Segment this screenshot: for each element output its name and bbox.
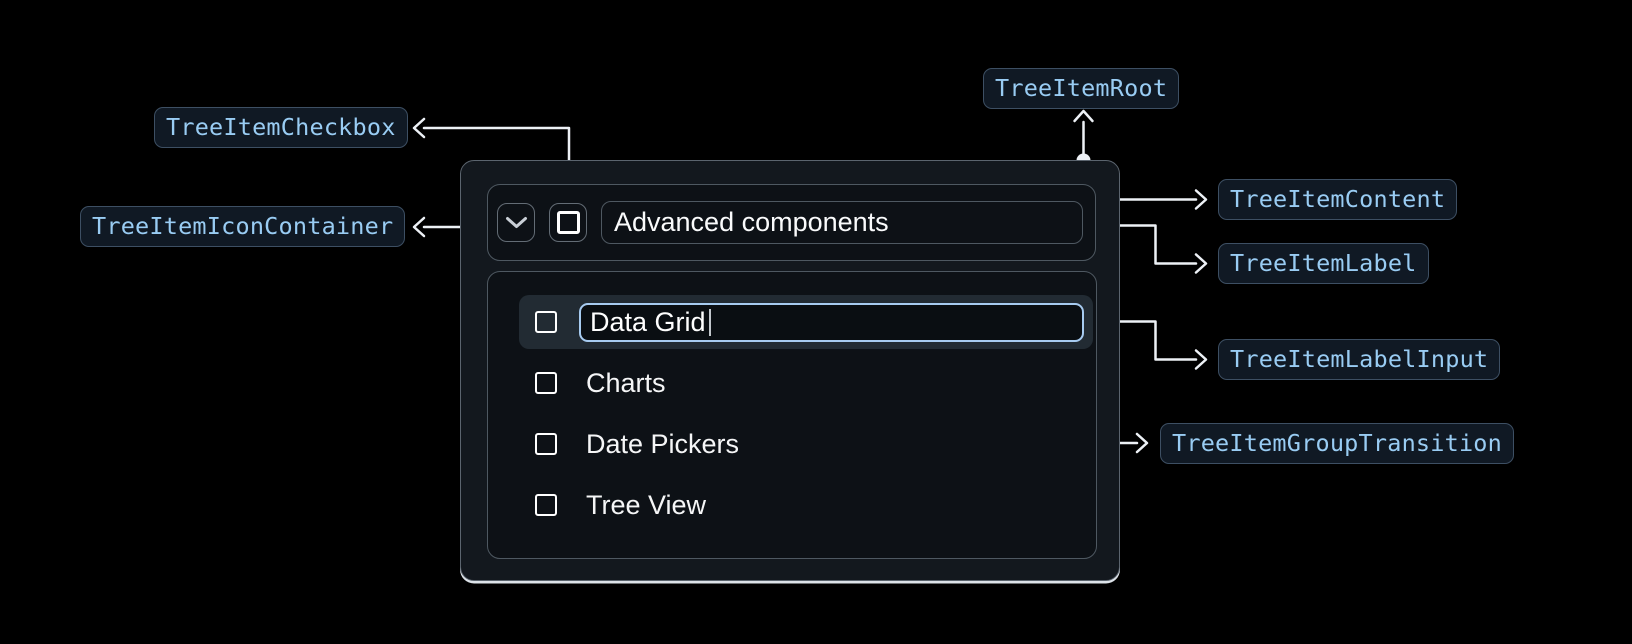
checkbox-unchecked-icon[interactable]: [535, 433, 557, 455]
badge-tree-item-group-transition: TreeItemGroupTransition: [1160, 423, 1515, 464]
tree-item-icon-container[interactable]: [497, 203, 535, 242]
connector-tree-item-root: [1073, 109, 1094, 162]
checkbox-unchecked-icon: [556, 211, 580, 234]
chevron-down-icon: [505, 217, 527, 228]
badge-tree-item-label: TreeItemLabel: [1218, 243, 1429, 284]
arrow-right-icon: [1194, 253, 1208, 274]
checkbox-unchecked-icon[interactable]: [535, 311, 557, 333]
arrow-right-icon: [1194, 189, 1208, 210]
tree-item-group-transition-box: Data Grid Charts Date Pickers Tree View: [487, 271, 1097, 559]
label-input-value: Data Grid: [590, 306, 706, 337]
arrow-left-icon: [412, 216, 426, 238]
arrow-right-icon: [1135, 432, 1149, 454]
parent-label-text: Advanced components: [614, 207, 889, 237]
tree-item-label[interactable]: Advanced components: [601, 201, 1083, 244]
badge-tree-item-root: TreeItemRoot: [983, 68, 1180, 109]
checkbox-unchecked-icon[interactable]: [535, 372, 557, 394]
badge-tree-item-checkbox: TreeItemCheckbox: [154, 107, 408, 148]
arrow-up-icon: [1073, 109, 1094, 123]
tree-row[interactable]: Tree View: [519, 478, 1093, 532]
badge-tree-item-content: TreeItemContent: [1218, 179, 1458, 220]
tree-row-label: Charts: [586, 367, 666, 398]
tree-row-label: Date Pickers: [586, 428, 740, 459]
tree-item-checkbox[interactable]: [549, 203, 587, 242]
arrow-left-icon: [412, 117, 426, 139]
tree-row[interactable]: Date Pickers: [519, 417, 1093, 471]
tree-item-content-box[interactable]: Advanced components: [487, 184, 1096, 261]
badge-tree-item-label-input: TreeItemLabelInput: [1218, 339, 1501, 380]
tree-row-label: Tree View: [586, 489, 707, 520]
arrow-right-icon: [1194, 349, 1208, 370]
tree-item-label-input[interactable]: Data Grid: [579, 302, 1084, 342]
text-caret: [708, 308, 712, 336]
tree-item-root-box: Advanced components Data Grid Charts Dat…: [460, 160, 1120, 581]
checkbox-unchecked-icon[interactable]: [535, 494, 557, 516]
tree-row[interactable]: Charts: [519, 356, 1093, 410]
tree-row-editing[interactable]: Data Grid: [519, 295, 1093, 349]
badge-tree-item-icon-container: TreeItemIconContainer: [80, 206, 406, 247]
